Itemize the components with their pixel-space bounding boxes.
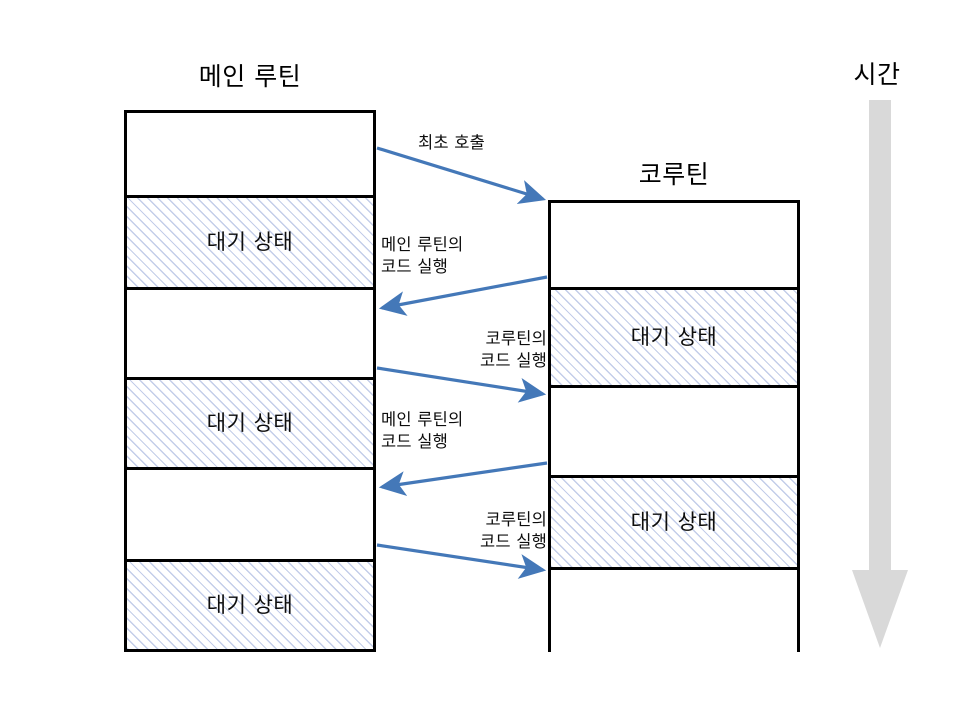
arrow-label-main-execution-1: 메인 루틴의 코드 실행 bbox=[381, 235, 464, 276]
time-direction-arrow bbox=[852, 100, 908, 648]
coroutine-block-4: 대기 상태 bbox=[551, 478, 797, 570]
coroutine-block-2: 대기 상태 bbox=[551, 290, 797, 388]
arrow-label-coroutine-execution-2: 코루틴의 코드 실행 bbox=[480, 510, 547, 551]
main-routine-block-4: 대기 상태 bbox=[127, 380, 373, 470]
coroutine-block-3 bbox=[551, 388, 797, 478]
coroutine-block-5 bbox=[551, 570, 797, 652]
arrow-main-execution-1 bbox=[378, 275, 548, 316]
main-routine-column: 대기 상태 대기 상태 대기 상태 bbox=[124, 110, 376, 652]
arrow-initial-call bbox=[376, 146, 547, 204]
coroutine-block-1 bbox=[551, 203, 797, 290]
time-axis-title: 시간 bbox=[853, 60, 901, 89]
main-routine-block-3 bbox=[127, 290, 373, 380]
arrow-label-coroutine-execution-1: 코루틴의 코드 실행 bbox=[480, 329, 547, 370]
block-label: 대기 상태 bbox=[630, 510, 718, 534]
arrow-coroutine-execution-1 bbox=[376, 366, 547, 403]
arrow-main-execution-2 bbox=[378, 461, 548, 496]
main-routine-block-6: 대기 상태 bbox=[127, 562, 373, 649]
coroutine-column: 대기 상태 대기 상태 bbox=[548, 200, 800, 652]
main-routine-block-1 bbox=[127, 113, 373, 198]
main-routine-block-5 bbox=[127, 470, 373, 562]
block-label: 대기 상태 bbox=[206, 593, 294, 617]
arrow-label-initial-call: 최초 호출 bbox=[418, 133, 485, 152]
block-label: 대기 상태 bbox=[206, 230, 294, 254]
block-label: 대기 상태 bbox=[206, 411, 294, 435]
coroutine-title: 코루틴 bbox=[638, 160, 710, 189]
main-routine-title: 메인 루틴 bbox=[198, 62, 302, 91]
block-label: 대기 상태 bbox=[630, 325, 718, 349]
arrow-label-main-execution-2: 메인 루틴의 코드 실행 bbox=[381, 410, 464, 451]
main-routine-block-2: 대기 상태 bbox=[127, 198, 373, 290]
